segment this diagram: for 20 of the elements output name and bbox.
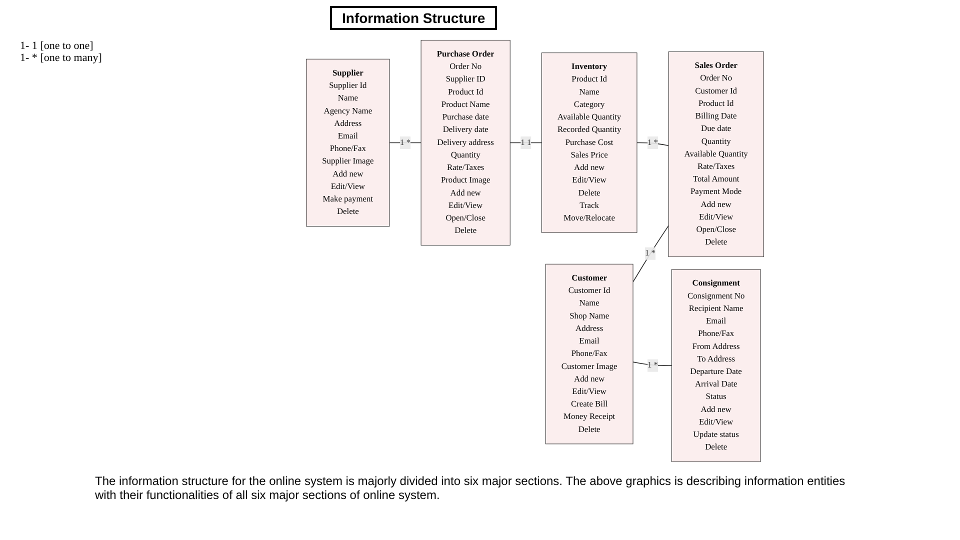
edge-label: 1 * xyxy=(647,360,658,370)
edge-label: 1 * xyxy=(647,138,658,147)
connector xyxy=(636,142,669,146)
connector xyxy=(510,142,542,144)
edge-label: 1 * xyxy=(400,138,411,147)
note: 1- 1 [one to one] xyxy=(20,40,94,52)
node-box: Inventory Product Id Name Category Available Quantity Recorded Quantity Purchase Cost Sales Price Add new Edit/View Delete Track Move/Relocate xyxy=(541,52,638,233)
caption: The information structure for the online system is majorly divided into six major sections. The above graphics is describing information entities with their functionalities of all six major sections of online system. xyxy=(95,474,846,502)
note: 1- * [one to many] xyxy=(20,52,102,64)
node-box: Purchase Order Order No Supplier ID Product Id Product Name Purchase date Delivery date Delivery address Quantity Rate/Taxes Product Image Add new Edit/View Open/Close Delete xyxy=(420,40,510,246)
edge-label: 1 1 xyxy=(520,138,532,147)
connector xyxy=(632,225,669,282)
edge-label: 1 * xyxy=(644,248,656,258)
node-box: Customer Customer Id Name Shop Name Address Email Phone/Fax Customer Image Add new Edit/View Create Bill Money Receipt Delete xyxy=(545,264,634,444)
node-box: Supplier Supplier Id Name Agency Name Address Email Phone/Fax Supplier Image Add new Edit/View Make payment Delete xyxy=(306,58,390,227)
node-box: Sales Order Order No Customer Id Product Id Billing Date Due date Quantity Available Quantity Rate/Taxes Total Amount Payment Mode Add new Edit/View Open/Close Delete xyxy=(668,52,764,258)
node-box: Consignment Consignment No Recipient Name Email Phone/Fax From Address To Address Departure Date Arrival Date Status Add new Edit/View Update status Delete xyxy=(671,269,761,462)
diagram-title: Information Structure xyxy=(330,6,498,30)
connector xyxy=(389,142,422,144)
connector xyxy=(632,362,672,366)
